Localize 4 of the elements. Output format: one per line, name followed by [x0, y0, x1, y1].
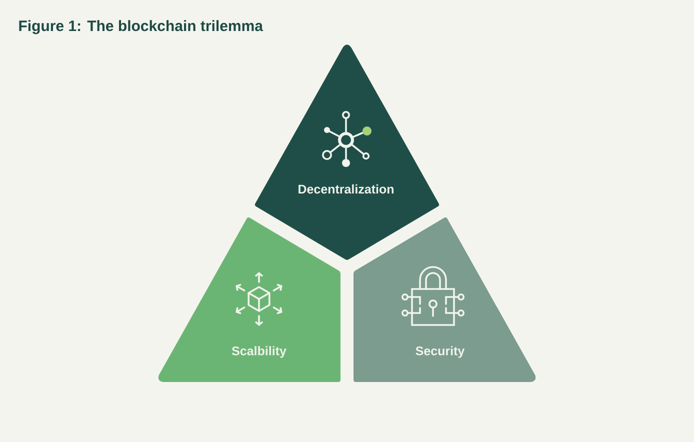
triangle-segment: Security: [354, 217, 536, 382]
triangle-segment: Scalbility: [158, 217, 340, 382]
title: Figure 1: The blockchain trilemma: [19, 20, 264, 34]
triangle-segment: Decentralization: [254, 44, 440, 260]
